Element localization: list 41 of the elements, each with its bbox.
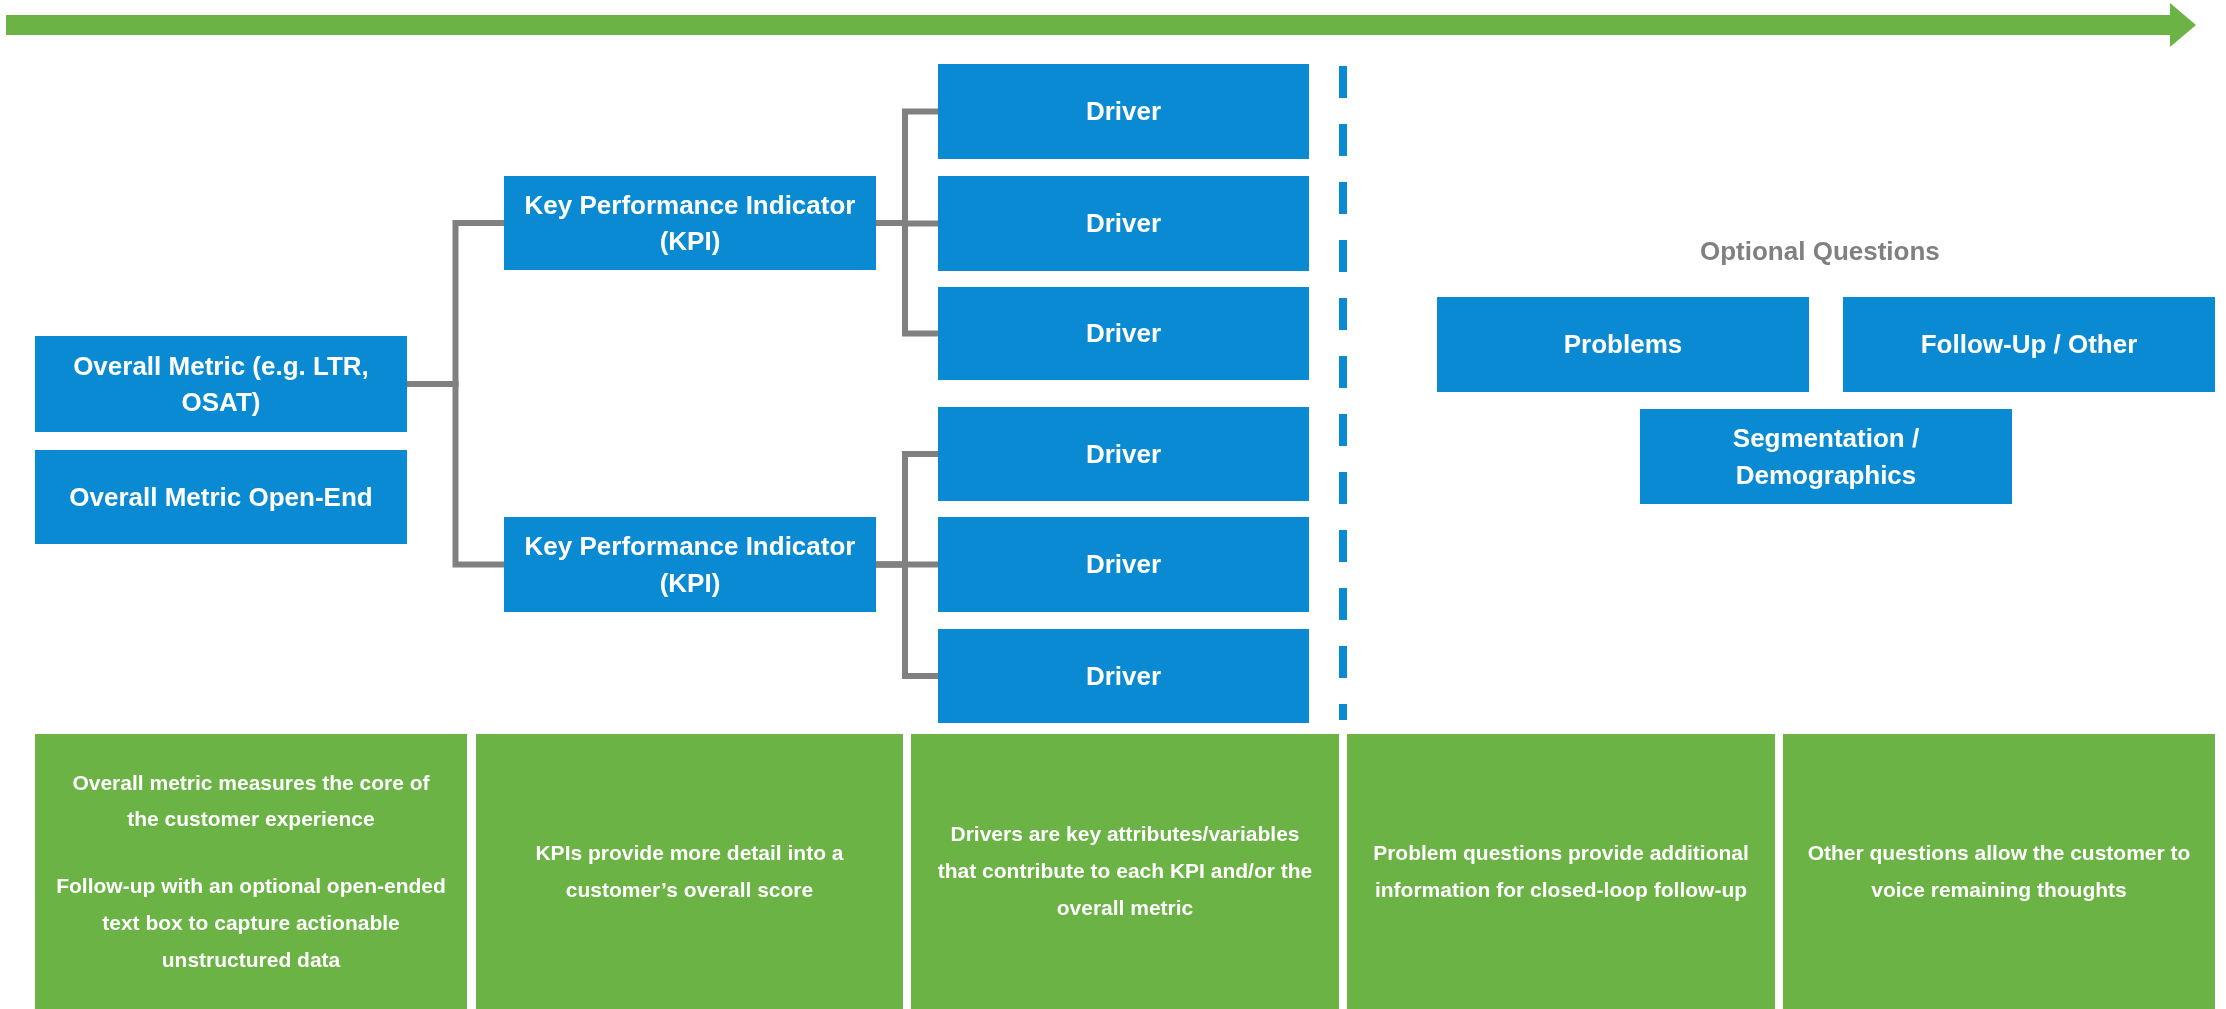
question-box [1437,297,1809,392]
box-text: Follow-up with an optional open-ended text box to capture actionable unstructured data [55,873,447,973]
box-text: Follow-Up / Other [1920,328,2138,362]
kpi-box [504,176,876,270]
box-text: Segmentation / Demographics [1731,422,1921,492]
box-text: Driver [1085,317,1162,351]
box-text: Problem questions provide additional information for closed-loop follow-up [1372,839,1750,903]
driver-box [938,629,1309,723]
metric-box [35,336,407,432]
description-panel [476,734,903,1009]
box-text: Driver [1085,659,1162,693]
description-panel [1783,734,2215,1009]
box-text: Key Performance Indicator (KPI) [523,188,857,258]
box-text: Overall metric measures the core of the customer experience [71,769,431,833]
box-text: Driver [1085,207,1162,241]
box-text: Other questions allow the customer to voice remaining thoughts [1806,839,2192,903]
box-text: Problems [1563,328,1683,362]
metric-box [35,450,407,544]
driver-box [938,517,1309,612]
box-text: Drivers are key attributes/variables that contribute to each KPI and/or the overall metric [936,821,1314,921]
description-panel [911,734,1339,1009]
question-box [1640,409,2012,504]
section-heading: Optional Questions [1700,236,1940,267]
driver-box [938,64,1309,159]
kpi-box [504,517,876,612]
box-text: Driver [1085,95,1162,129]
box-text: Driver [1085,437,1162,471]
box-text: Driver [1085,548,1162,582]
description-panel [1347,734,1775,1009]
driver-box [938,176,1309,271]
box-text: KPIs provide more detail into a customer’s overall score [534,839,845,903]
connector-line [876,561,938,679]
connector-line [876,220,938,337]
connector-line [407,381,504,568]
driver-box [938,407,1309,501]
description-panel [35,734,467,1009]
question-box [1843,297,2215,392]
box-text: Key Performance Indicator (KPI) [523,530,857,600]
driver-box [938,287,1309,380]
box-text: Overall Metric (e.g. LTR, OSAT) [72,349,370,419]
box-text: Overall Metric Open-End [69,480,373,514]
